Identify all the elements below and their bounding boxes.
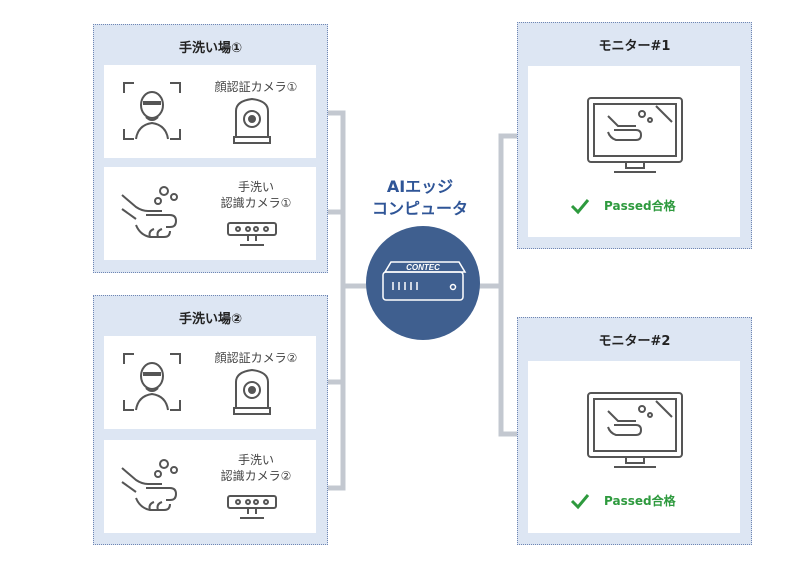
ptz-camera-icon xyxy=(233,97,271,144)
hand-camera-card-2: 手洗い 認識カメラ② xyxy=(104,440,316,533)
edge-title-line2: コンピュータ xyxy=(371,199,468,218)
face-camera-label: 顔認証カメラ① xyxy=(214,80,298,94)
edge-device-icon: CONTEC xyxy=(382,261,467,301)
site-title: 手洗い場① xyxy=(178,41,242,56)
pass-status: Passed合格 xyxy=(604,199,676,213)
monitor-card-1: Passed合格 xyxy=(528,66,740,237)
hand-camera-label-line2: 認識カメラ① xyxy=(220,196,292,210)
device-brand: CONTEC xyxy=(406,263,440,272)
site-title: 手洗い場② xyxy=(178,312,242,327)
monitor-card-2: Passed合格 xyxy=(528,361,740,533)
check-icon xyxy=(570,199,590,215)
hand-camera-card-1: 手洗い 認識カメラ① xyxy=(104,167,316,260)
hand-wash-icon xyxy=(121,459,178,511)
face-camera-label: 顔認証カメラ② xyxy=(214,351,298,365)
monitor-icon xyxy=(587,392,683,468)
hand-camera-label-line1: 手洗い xyxy=(237,180,274,194)
bar-camera-icon xyxy=(227,222,277,246)
bar-camera-icon xyxy=(227,495,277,519)
face-frame-icon xyxy=(123,82,181,140)
check-icon xyxy=(570,494,590,510)
hand-camera-label-line2: 認識カメラ② xyxy=(220,469,292,483)
monitor-title: モニター#2 xyxy=(598,334,671,349)
face-frame-icon xyxy=(123,353,181,411)
hand-wash-icon xyxy=(121,186,178,238)
edge-computer-title: AIエッジ コンピュータ xyxy=(360,176,480,220)
monitor-title: モニター#1 xyxy=(598,39,671,54)
face-camera-card-1: 顔認証カメラ① xyxy=(104,65,316,158)
edge-computer-hub: CONTEC xyxy=(366,226,480,340)
hand-camera-label-line1: 手洗い xyxy=(237,453,274,467)
face-camera-card-2: 顔認証カメラ② xyxy=(104,336,316,429)
edge-title-line1: AIエッジ xyxy=(386,177,454,196)
monitor-icon xyxy=(587,97,683,173)
ptz-camera-icon xyxy=(233,368,271,415)
pass-status: Passed合格 xyxy=(604,494,676,508)
